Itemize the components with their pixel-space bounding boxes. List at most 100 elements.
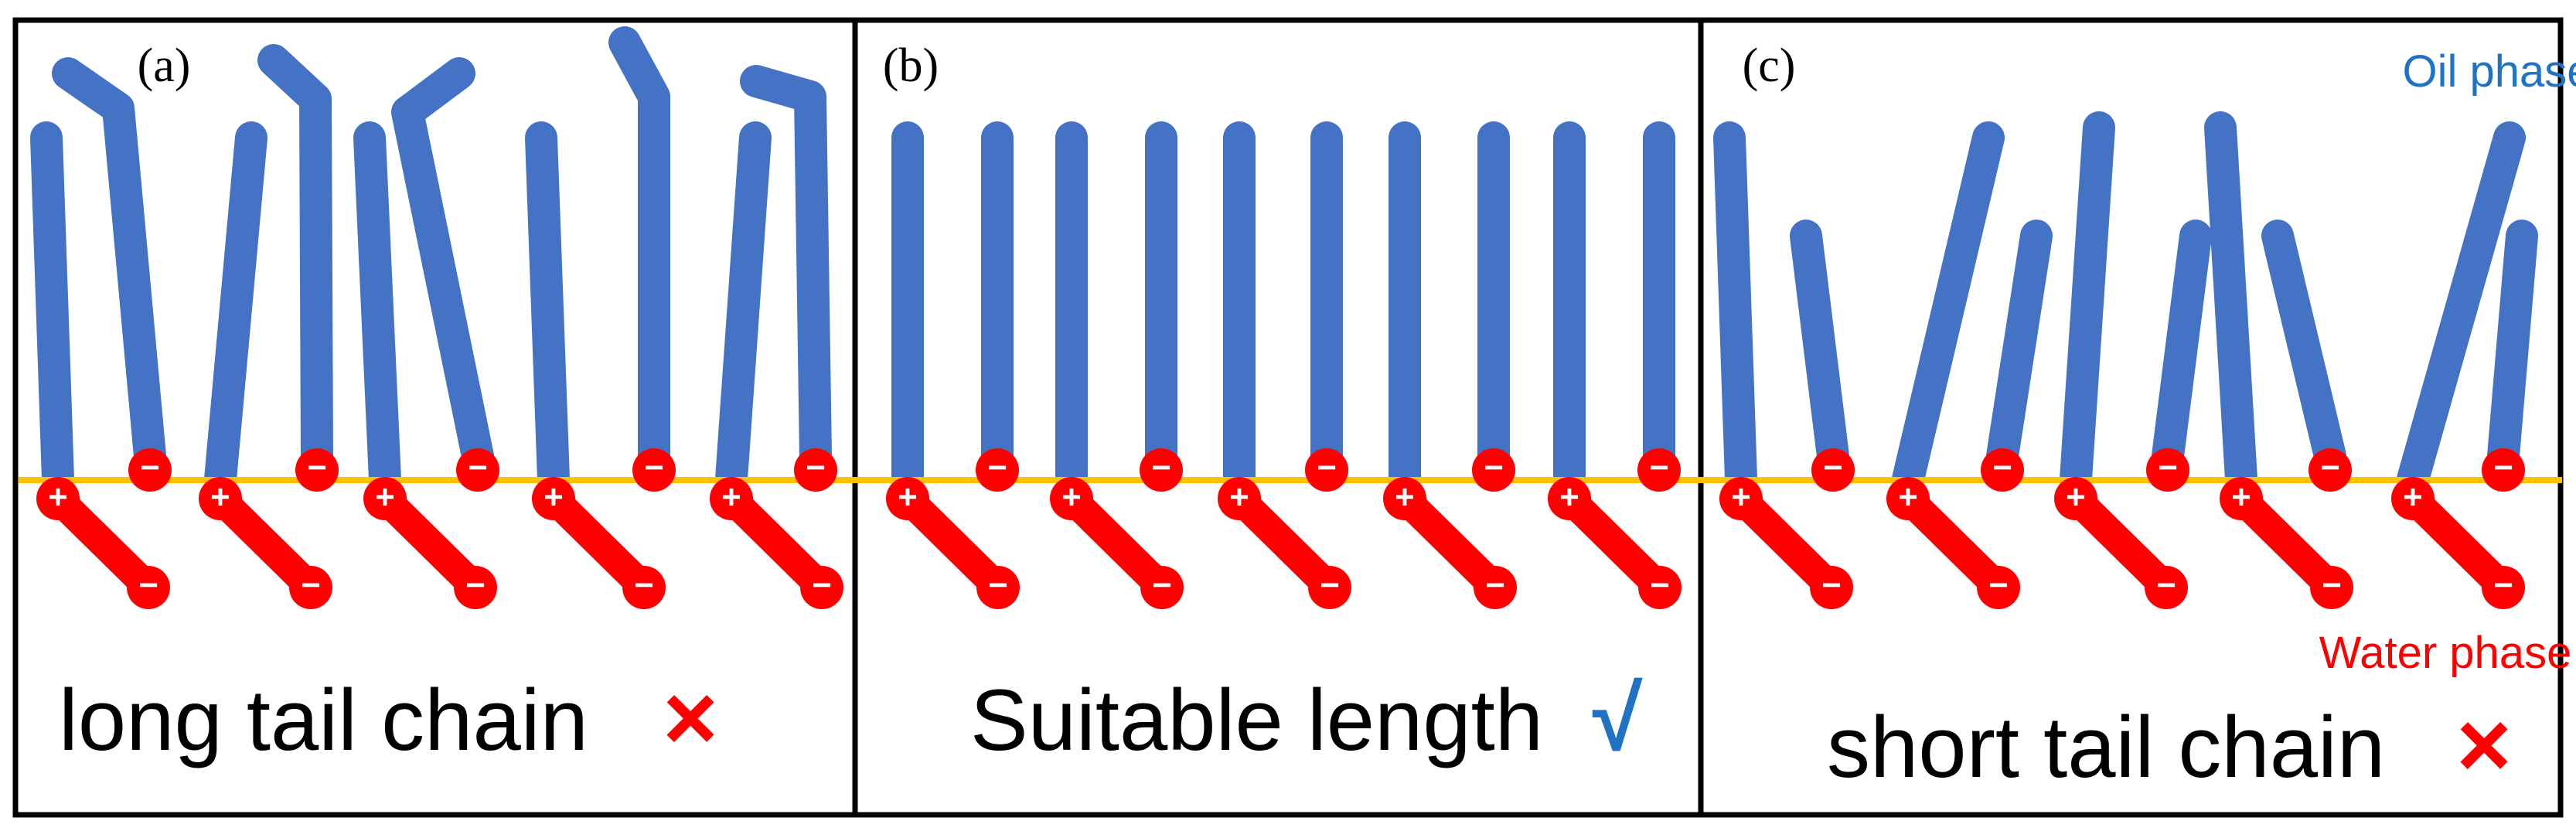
tail-chain [52, 57, 166, 472]
negative-head-group [456, 448, 499, 492]
positive-head-group [1886, 477, 1930, 520]
positive-head-group [363, 477, 407, 520]
minus-circle-icon: − [1823, 449, 1843, 487]
positive-head-group [2054, 477, 2097, 520]
tail-chain [608, 26, 670, 472]
negative-head-group [2309, 448, 2352, 492]
negative-counter-ion [1140, 566, 1184, 609]
minus-circle-icon: − [812, 567, 832, 605]
panel-b-caption: Suitable length [970, 672, 1543, 768]
tail-chain [2060, 111, 2115, 496]
negative-head-group [128, 448, 172, 492]
minus-circle-icon: − [1152, 567, 1172, 605]
negative-counter-ion [127, 566, 170, 609]
negative-head-group [1637, 448, 1681, 492]
tail-chain [2397, 121, 2526, 496]
positive-head-group [2391, 477, 2435, 520]
tail-chain [2261, 220, 2346, 472]
minus-circle-icon: − [988, 567, 1008, 605]
minus-circle-icon: − [138, 567, 158, 605]
plus-circle-icon: + [375, 479, 395, 516]
negative-counter-ion [976, 566, 1020, 609]
minus-circle-icon: − [2493, 567, 2513, 605]
tail-chain [525, 121, 570, 496]
tail-chain [2152, 220, 2212, 472]
panel-c-label: (c) [1743, 39, 1796, 92]
minus-circle-icon: − [2493, 449, 2513, 487]
negative-counter-ion [1810, 566, 1853, 609]
minus-circle-icon: − [1649, 449, 1669, 487]
minus-circle-icon: − [1320, 567, 1340, 605]
negative-counter-ion [454, 566, 497, 609]
plus-circle-icon: + [1395, 479, 1415, 516]
minus-circle-icon: − [644, 449, 664, 487]
tail-chain [1986, 220, 2053, 472]
negative-head-group [1305, 448, 1348, 492]
negative-head-group [976, 448, 1019, 492]
plus-circle-icon: + [1229, 479, 1249, 516]
plus-circle-icon: + [1898, 479, 1918, 516]
plus-circle-icon: + [2066, 479, 2086, 516]
tail-chain [204, 121, 267, 496]
oil-phase-label: Oil phase [2402, 46, 2576, 97]
negative-counter-ion [1977, 566, 2020, 609]
minus-circle-icon: − [987, 449, 1007, 487]
minus-circle-icon: − [1988, 567, 2009, 605]
panel-a-label: (a) [138, 39, 191, 92]
tail-chain [391, 57, 494, 472]
panel-c [1698, 17, 2564, 818]
panel-b-verdict-check-icon: √ [1593, 668, 1644, 770]
plus-circle-icon: + [2403, 479, 2423, 516]
negative-counter-ion [2145, 566, 2188, 609]
minus-circle-icon: − [468, 449, 488, 487]
plus-circle-icon: + [721, 479, 741, 516]
plus-circle-icon: + [898, 479, 918, 516]
minus-circle-icon: − [2156, 567, 2176, 605]
panel-a-verdict-cross-icon: × [663, 665, 717, 770]
minus-circle-icon: − [1317, 449, 1337, 487]
tail-chain [715, 121, 772, 496]
positive-head-group [2220, 477, 2263, 520]
positive-head-group [1218, 477, 1261, 520]
panel-a [12, 17, 858, 818]
negative-head-group [1981, 448, 2024, 492]
positive-head-group [1050, 477, 1093, 520]
minus-circle-icon: − [1821, 567, 1842, 605]
panel-c-tails [1713, 111, 2538, 496]
minus-circle-icon: − [634, 567, 654, 605]
minus-circle-icon: − [1485, 567, 1505, 605]
positive-head-group [532, 477, 575, 520]
negative-counter-ion [2310, 566, 2353, 609]
tail-chain [2487, 220, 2538, 472]
minus-circle-icon: − [806, 449, 826, 487]
negative-counter-ion [1638, 566, 1682, 609]
minus-circle-icon: − [307, 449, 327, 487]
negative-counter-ion [2482, 566, 2525, 609]
negative-head-group [1811, 448, 1855, 492]
minus-circle-icon: − [2158, 449, 2178, 487]
panel-a-tails [30, 26, 832, 496]
negative-counter-ion [1474, 566, 1517, 609]
minus-circle-icon: − [301, 567, 321, 605]
positive-head-group [1548, 477, 1591, 520]
minus-circle-icon: − [2322, 567, 2342, 605]
plus-circle-icon: + [2231, 479, 2251, 516]
tail-chain [1892, 121, 2005, 496]
negative-head-group [1140, 448, 1183, 492]
negative-head-group [295, 448, 339, 492]
tail-chain [1713, 121, 1757, 496]
tail-chain [30, 121, 74, 496]
plus-circle-icon: + [1061, 479, 1082, 516]
negative-head-group [632, 448, 676, 492]
water-phase-label: Water phase [2319, 628, 2572, 678]
negative-counter-ion [289, 566, 332, 609]
minus-circle-icon: − [1151, 449, 1171, 487]
minus-circle-icon: − [465, 567, 486, 605]
minus-circle-icon: − [140, 449, 160, 487]
negative-counter-ion [622, 566, 666, 609]
positive-head-group [886, 477, 929, 520]
negative-counter-ion [1308, 566, 1351, 609]
positive-head-group [199, 477, 242, 520]
minus-circle-icon: − [2320, 449, 2340, 487]
